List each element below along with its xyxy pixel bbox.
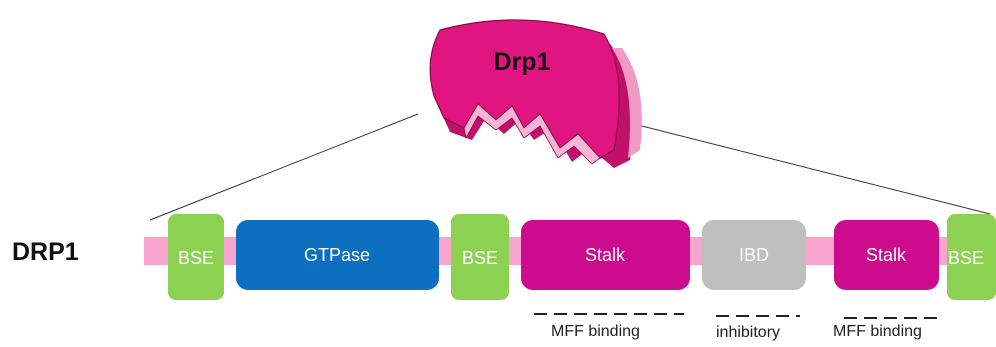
molecule-body (429, 19, 620, 159)
domain-ibd: IBD (702, 220, 806, 290)
domain-label: Stalk (585, 245, 626, 265)
domain-label: BSE (462, 248, 498, 268)
domain-gtpase: GTPase (236, 220, 439, 290)
domain-bse-3: BSE (947, 214, 996, 300)
domain-bse-1: BSE (168, 214, 224, 300)
molecule-cavity-shade (463, 103, 601, 165)
domain-stalk-2: Stalk (834, 220, 939, 290)
molecule-label: Drp1 (494, 48, 551, 76)
domain-label: IBD (739, 245, 769, 265)
zoom-line-left (149, 113, 419, 221)
domain-label: BSE (178, 248, 214, 268)
domain-label: Stalk (866, 245, 907, 265)
annotation-inhibitory: inhibitory (716, 324, 781, 341)
drp1-molecule-icon: Drp1 (429, 19, 642, 168)
domain-label: BSE (948, 248, 984, 268)
domain-stalk-1: Stalk (521, 220, 690, 290)
zoom-line-right (633, 123, 991, 215)
domain-bse-2: BSE (451, 214, 509, 300)
domain-label: GTPase (304, 245, 370, 265)
annotation-mff-binding-1: MFF binding (551, 323, 640, 340)
molecule-side-highlight (612, 48, 642, 158)
annotation-mff-binding-2: MFF binding (833, 323, 922, 340)
protein-name: DRP1 (12, 238, 79, 266)
